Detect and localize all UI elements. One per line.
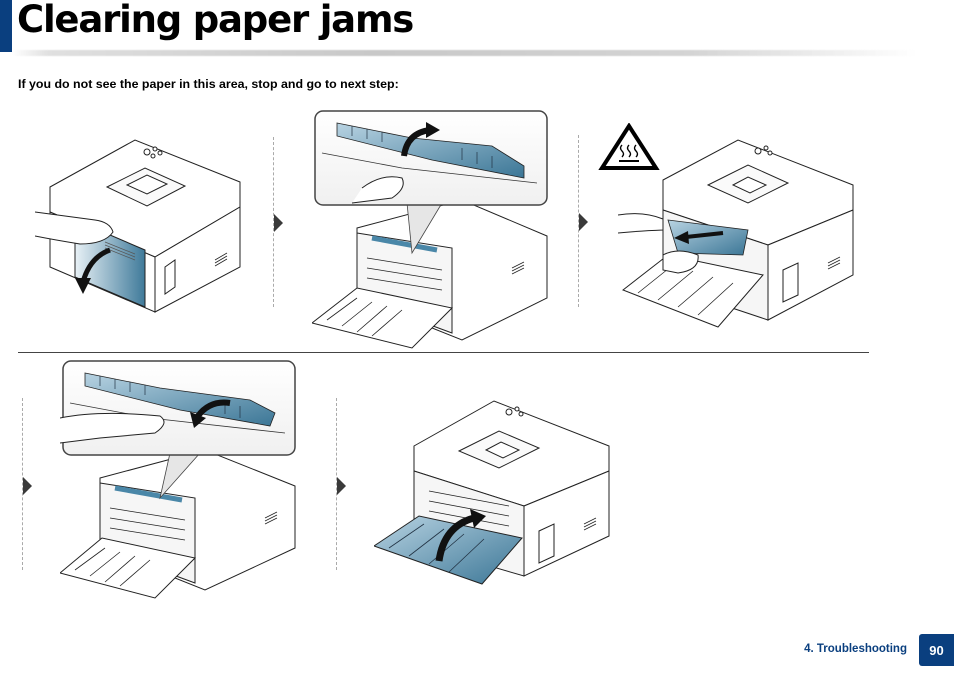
page-number-badge: 90: [919, 634, 954, 666]
row-divider: [18, 352, 869, 353]
hand: [35, 211, 114, 245]
step-arrow-icon: [579, 213, 588, 231]
title-accent-bar: [0, 0, 12, 52]
jammed-paper: [667, 219, 749, 256]
step-2-illustration: [312, 110, 548, 349]
title-underline: [12, 50, 917, 56]
step-5-illustration: [374, 400, 610, 585]
step-arrow-icon: [274, 214, 283, 232]
footer-section-label: 4. Troubleshooting: [804, 643, 907, 655]
step-1-illustration: [35, 139, 241, 313]
step-separator: [336, 398, 337, 570]
step-separator: [578, 135, 579, 307]
hot-surface-warning-icon: [598, 123, 660, 170]
curved-arrow-close: [435, 514, 476, 562]
curved-arrow-down: [195, 399, 231, 418]
step-separator: [22, 398, 23, 570]
step-3-illustration: [618, 139, 854, 328]
straight-arrow-out: [685, 231, 724, 239]
step-4-illustration: [60, 360, 296, 599]
instruction-text: If you do not see the paper in this area…: [18, 77, 399, 91]
step-arrow-icon: [337, 477, 346, 495]
step-arrow-icon: [23, 477, 32, 495]
step-separator: [273, 137, 274, 307]
page-title: Clearing paper jams: [17, 0, 414, 41]
